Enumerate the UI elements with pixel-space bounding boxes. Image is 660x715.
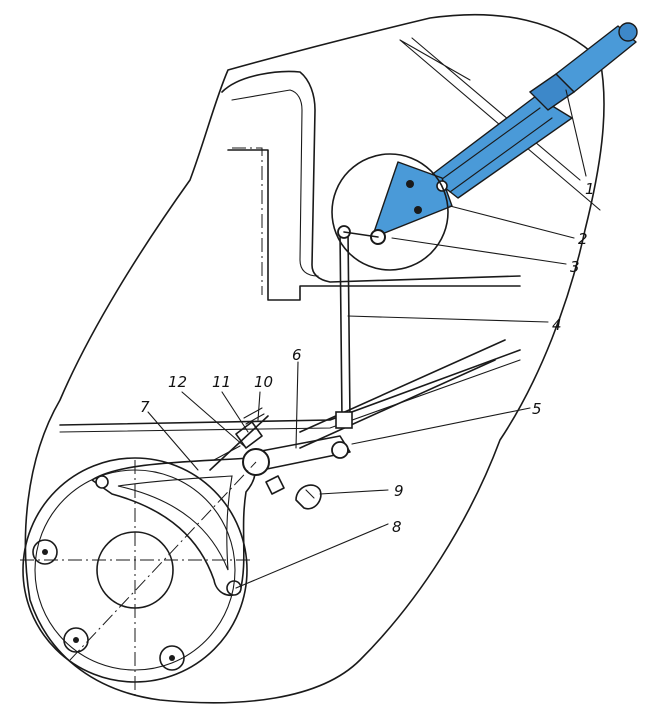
- wheel-bolt-1: [32, 539, 58, 565]
- upper-panel: [221, 70, 521, 283]
- lever-collar: [528, 73, 576, 111]
- bracket: [91, 457, 256, 596]
- central-hub: [242, 448, 270, 476]
- sill-line: [59, 349, 521, 426]
- spring-clip-tab: [305, 489, 315, 499]
- ratchet-sector: [371, 161, 453, 239]
- cable-end: [265, 475, 285, 495]
- bracket-pin-left: [95, 475, 109, 489]
- spring-clip: [295, 484, 322, 510]
- callout-6: 6: [292, 346, 302, 364]
- pull-rod: [339, 231, 351, 421]
- pivot-circle: [331, 153, 449, 271]
- sector-hole-2: [414, 206, 422, 214]
- callout-9: 9: [394, 482, 404, 500]
- floor-beam: [299, 339, 506, 449]
- body-outline: [24, 13, 605, 704]
- adjuster-nut: [235, 421, 263, 449]
- callout-11: 11: [212, 373, 231, 391]
- panel-step-dash: [232, 147, 263, 295]
- centre-line-diagonal: [69, 461, 257, 661]
- callout-3: 3: [570, 258, 580, 276]
- rod-clevis: [335, 411, 353, 429]
- wheel-bolt-2: [63, 627, 89, 653]
- lever-rod: [437, 107, 553, 193]
- callout-4: 4: [552, 316, 562, 334]
- callout-5: 5: [532, 400, 542, 418]
- adjuster-rod: [209, 415, 269, 471]
- callout-7: 7: [140, 398, 150, 416]
- bracket-cutout: [117, 475, 233, 571]
- lever-tube: [429, 95, 573, 199]
- sector-hole-1: [406, 180, 414, 188]
- leader-lines: [147, 89, 587, 589]
- callout-1: 1: [585, 180, 595, 198]
- upper-panel-inner: [231, 89, 319, 277]
- callout-12: 12: [168, 373, 187, 391]
- wheel-bolt-2-c: [73, 637, 79, 643]
- rod-link: [343, 231, 379, 238]
- callout-2: 2: [578, 230, 588, 248]
- hand-lever: [370, 22, 638, 245]
- wheel-bolt-3: [159, 645, 185, 671]
- wheel-bolt-3-c: [169, 655, 175, 661]
- wheel-bolt-1-c: [42, 549, 48, 555]
- lever-grip-end: [618, 22, 638, 42]
- panel-step: [227, 149, 521, 301]
- callout-8: 8: [392, 518, 402, 536]
- callout-10: 10: [254, 373, 273, 391]
- sill-line-2: [59, 359, 521, 433]
- lever-end-pin: [331, 441, 349, 459]
